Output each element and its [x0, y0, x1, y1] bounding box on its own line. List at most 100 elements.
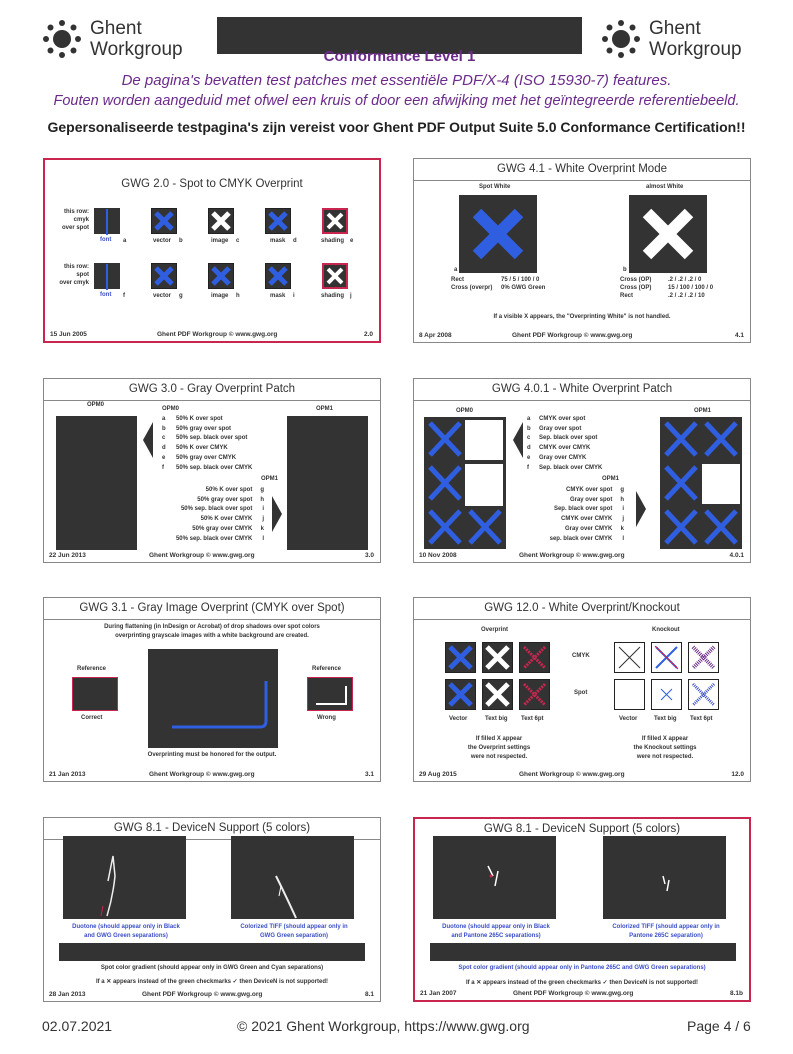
duotone-image	[63, 836, 186, 919]
panel-date: 21 Jan 2007	[420, 990, 457, 997]
letter: b	[623, 267, 627, 273]
panel-gwg-4-0-1: GWG 4.0.1 - White Overprint Patch OPM0 O…	[413, 378, 751, 563]
pointer-left-icon	[513, 422, 523, 458]
knockout-label: Knockout	[652, 627, 680, 633]
col-label: shading	[321, 238, 345, 244]
logo-right-line1: Ghent	[649, 18, 701, 39]
gradient-caption: Spot color gradient (should appear only …	[100, 965, 324, 971]
panel-title: GWG 4.1 - White Overprint Mode	[414, 159, 750, 181]
panel-gwg-2-0: GWG 2.0 - Spot to CMYK Overprint this ro…	[43, 158, 381, 343]
letter: d	[293, 238, 297, 244]
panel-version: 12.0	[731, 771, 744, 778]
colorized-tiff-image	[603, 836, 726, 919]
col-label: Vector	[449, 716, 468, 722]
panel-title: GWG 12.0 - White Overprint/Knockout	[414, 598, 750, 620]
panel-gwg-3-0: GWG 3.0 - Gray Overprint Patch OPM0 OPM0…	[43, 378, 381, 563]
correct-label: Correct	[81, 715, 103, 721]
logo-right-line2: Workgroup	[649, 39, 742, 60]
footer-date: 02.07.2021	[42, 1018, 113, 1034]
wrong-label: Wrong	[317, 715, 336, 721]
duotone-image	[433, 836, 556, 919]
opm1-list: 50% K over spot g 50% gray over spot h 5…	[175, 487, 264, 542]
panel-note: If a visible X appears, the "Overprintin…	[493, 314, 671, 320]
panel-date: 10 Nov 2008	[419, 552, 457, 559]
overprint-label: Overprint	[481, 627, 509, 633]
panel-footer: Ghent Workgroup © www.gwg.org	[519, 552, 625, 559]
spot-gradient-bar	[430, 943, 736, 961]
panel-title: GWG 3.0 - Gray Overprint Patch	[44, 379, 380, 401]
col-label: shading	[321, 293, 345, 299]
panel-version: 4.0.1	[729, 552, 744, 559]
certification-note: Gepersonaliseerde testpagina's zijn vere…	[47, 119, 746, 135]
opm1-label: OPM1	[694, 408, 712, 414]
patch-shading	[322, 263, 348, 289]
pointer-left-icon	[143, 422, 153, 458]
op-spot-text-6pt	[519, 679, 550, 710]
letter: f	[123, 293, 125, 299]
patch-shading	[322, 208, 348, 234]
panel-gwg-3-1: GWG 3.1 - Gray Image Overprint (CMYK ove…	[43, 597, 381, 782]
left-label: Spot White	[479, 184, 511, 190]
subtitle-1: De pagina's bevatten test patches met es…	[121, 72, 672, 89]
col-label: font	[100, 237, 112, 243]
col-label: Vector	[619, 716, 638, 722]
cmyk-row-label: CMYK	[572, 653, 590, 659]
page-title: Conformance Level 1	[323, 50, 476, 63]
patch-image	[208, 208, 234, 234]
devicen-note: If a ✕ appears instead of the green chec…	[465, 980, 699, 986]
spot-gradient-bar	[59, 943, 365, 961]
panel-title: GWG 8.1 - DeviceN Support (5 colors)	[483, 823, 681, 835]
reference-left-label: Reference	[77, 666, 107, 672]
panel-date: 29 Aug 2015	[419, 771, 457, 778]
panel-gwg-8-1: GWG 8.1 - DeviceN Support (5 colors) Duo…	[43, 817, 381, 1002]
ko-spot-text-6pt	[688, 679, 719, 710]
panel-gwg-12-0: GWG 12.0 - White Overprint/Knockout Over…	[413, 597, 751, 782]
panel-version: 2.0	[363, 331, 373, 338]
colorized-tiff-image	[231, 836, 354, 919]
panel-date: 28 Jan 2013	[49, 991, 86, 998]
op-cmyk-text-big	[482, 642, 513, 673]
col-label: vector	[153, 238, 172, 244]
col-label: Text big	[485, 716, 508, 722]
panel-footer: Ghent PDF Workgroup © www.gwg.org	[513, 990, 634, 997]
letter: e	[350, 238, 354, 244]
patch-vector	[151, 208, 177, 234]
opm1-label: OPM1	[261, 476, 279, 482]
col-label: Text big	[654, 716, 677, 722]
op-spot-vector	[445, 679, 476, 710]
panel-version: 4.1	[734, 332, 744, 339]
letter: j	[350, 293, 352, 299]
ko-cmyk-text-big	[651, 642, 682, 673]
ko-spot-vector	[614, 679, 645, 710]
ko-cmyk-vector	[614, 642, 645, 673]
col-label: Text 6pt	[690, 716, 713, 722]
gwg-logo-icon	[601, 19, 641, 59]
right-label: almost White	[646, 184, 684, 190]
opm0-label: OPM0	[162, 406, 180, 412]
reference-wrong	[307, 677, 353, 711]
panel-title: GWG 2.0 - Spot to CMYK Overprint	[121, 178, 303, 190]
col-label: font	[100, 292, 112, 298]
opm1-patch	[287, 416, 368, 550]
letter: h	[236, 293, 240, 299]
right-values: Cross (OP).2 / .2 / .2 / 0 Cross (OP)15 …	[620, 277, 714, 299]
letter: b	[179, 238, 183, 244]
opm1-label: OPM1	[602, 476, 620, 482]
panel-title: GWG 4.0.1 - White Overprint Patch	[414, 379, 750, 401]
opm1-list: CMYK over spot g Gray over spot h Sep. b…	[549, 487, 624, 542]
letter: c	[236, 238, 240, 244]
pointer-right-icon	[272, 496, 282, 532]
panel-version: 8.1	[364, 991, 374, 998]
ko-cmyk-text-6pt	[688, 642, 719, 673]
spot-row-label: Spot	[574, 690, 588, 696]
opm0-patch	[56, 416, 137, 550]
col-label: mask	[270, 293, 286, 299]
